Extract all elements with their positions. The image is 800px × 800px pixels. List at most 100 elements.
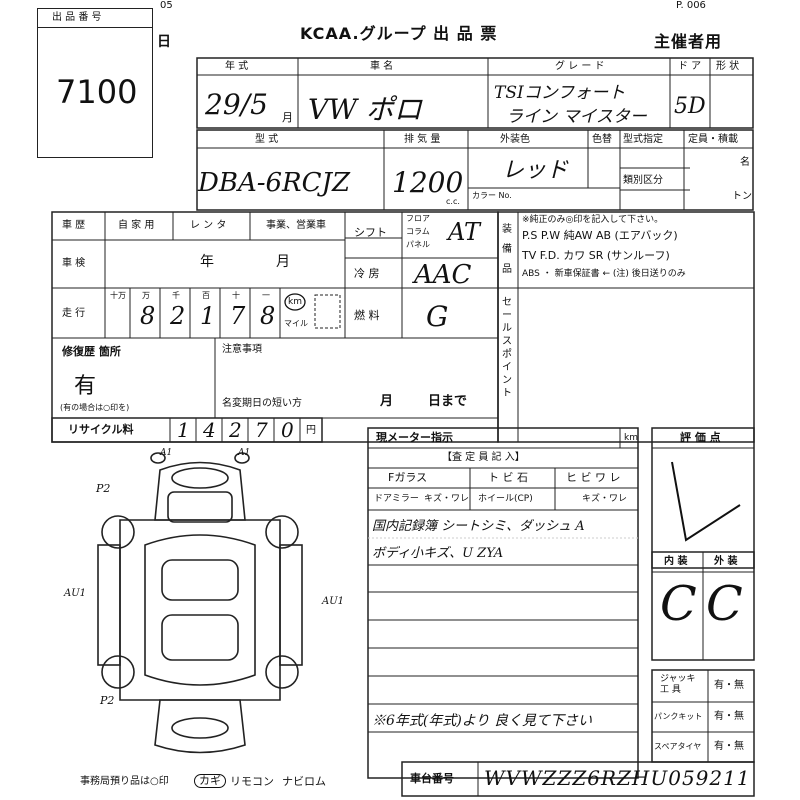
digit-label-1: 一 — [262, 291, 270, 300]
car-diagram — [97, 452, 303, 754]
spare-value: 有・無 — [714, 741, 744, 752]
puncture-value: 有・無 — [714, 711, 744, 722]
short-term-day: 日まで — [428, 394, 468, 409]
shape-label: 形 状 — [716, 61, 740, 72]
damage-mark: A1 — [238, 448, 251, 458]
shift-column: コラム — [406, 227, 430, 236]
page-number-left: 05 — [160, 0, 173, 11]
assessor-note-2: ボディ小キズ、U ZYA — [372, 546, 504, 561]
spec-label: 型式指定 — [623, 134, 663, 145]
grade-line2: ライン マイスター — [506, 107, 647, 127]
capacity-unit-tons: トン — [732, 191, 752, 202]
recycle-digit: 7 — [255, 418, 268, 442]
score-label: 評 価 点 — [680, 431, 721, 444]
jack-value: 有・無 — [714, 680, 744, 691]
mileage-label: 走 行 — [62, 308, 86, 319]
equipment-label: 装 備 品 — [502, 224, 512, 275]
repair-note: (有の場合は○印を) — [60, 403, 130, 412]
digit-label-100k: 十万 — [110, 291, 126, 300]
equipment-line3: ABS ・ 新車保証書 ← (注) 後日送りのみ — [522, 269, 686, 279]
meter-label: 現メーター指示 — [376, 431, 453, 444]
recycle-digit: 4 — [203, 418, 216, 442]
mileage-digit: 1 — [200, 302, 216, 330]
short-term-label: 名変期日の短い方 — [222, 398, 302, 409]
interior-label: 内 装 — [664, 556, 688, 567]
score-value: 4 — [720, 470, 721, 471]
ac-label: 冷 房 — [354, 267, 380, 280]
fuel-value: G — [426, 300, 449, 333]
capacity-label: 定員・積載 — [688, 134, 738, 145]
mileage-digit: 7 — [230, 302, 246, 330]
damage-mark: A1 — [160, 448, 173, 458]
engine-label: 排 気 量 — [404, 134, 441, 145]
history-business: 事業、営業車 — [266, 220, 326, 231]
lot-label: 出 品 番 号 — [52, 12, 102, 23]
exterior-grade: C — [706, 576, 743, 632]
wheel-label: ホイール(CP) — [478, 494, 533, 504]
history-label: 車 歴 — [62, 220, 86, 231]
day-suffix: 日 — [157, 34, 171, 50]
equipment-note: ※純正のみ◎印を記入して下さい。 — [522, 215, 664, 225]
capacity-unit-persons: 名 — [740, 157, 750, 168]
color-label: 外装色 — [500, 134, 530, 145]
inspect-month: 月 — [276, 254, 290, 270]
doors-label: ド ア — [678, 61, 702, 72]
recycle-unit: 円 — [306, 425, 316, 436]
glass-label: Fガラス — [388, 471, 428, 484]
digit-label-10k: 万 — [142, 291, 150, 300]
assessor-note-1: 国内記録簿 シートシミ、ダッシュ A — [372, 519, 585, 534]
puncture-label: パンクキット — [654, 712, 703, 721]
grade-label: グ レ ー ド — [555, 61, 605, 72]
ac-value: AAC — [414, 260, 472, 290]
caution-label: 注意事項 — [222, 344, 262, 355]
damage-mark: P2 — [100, 694, 115, 707]
sales-point-label: セ ー ル ス ポ イ ン ト — [502, 297, 512, 399]
recycle-digit: 1 — [177, 418, 190, 442]
name-label: 車 名 — [370, 61, 394, 72]
shift-label: シフト — [354, 226, 387, 239]
wheel-scratch-label: キズ・ワレ — [582, 494, 628, 504]
meter-unit: km — [624, 433, 638, 443]
grade-line1: TSIコンフォート — [494, 83, 626, 103]
shift-value: AT — [448, 218, 481, 246]
color-value: レッド — [502, 158, 569, 183]
mileage-digit: 8 — [260, 302, 276, 330]
class-label: 類別区分 — [623, 175, 663, 186]
repair-value: 有 — [74, 374, 97, 399]
year-label: 年 式 — [225, 61, 249, 72]
mile-label: マイル — [284, 319, 308, 328]
lot-number: 7100 — [56, 73, 138, 111]
chassis-number: WVWZZZ6RZHU059211 — [484, 766, 751, 790]
doors-value: 5D — [674, 94, 706, 119]
digit-label-100: 百 — [202, 291, 210, 300]
engine-value: 1200 — [392, 166, 464, 199]
year-unit: 月 — [282, 111, 293, 124]
equipment-line2: TV F.D. カワ SR (サンルーフ) — [522, 249, 670, 262]
lot-box: 出 品 番 号 7100 — [37, 8, 153, 158]
inspect-label: 車 検 — [62, 258, 86, 269]
chassis-label: 車台番号 — [410, 772, 454, 785]
model-label: 型 式 — [255, 134, 279, 145]
chip-label: ト ビ 石 — [488, 471, 528, 484]
exterior-label: 外 装 — [714, 556, 738, 567]
equipment-line1: P.S P.W 純AW AB (エアバック) — [522, 229, 678, 242]
recycle-label: リサイクル料 — [68, 423, 134, 436]
engine-unit: c.c. — [446, 197, 460, 206]
model-value: DBA-6RCJZ — [198, 168, 351, 198]
navi-item: ナビロム — [282, 775, 326, 788]
year-value: 29/5 — [205, 88, 268, 121]
keys-note: 事務局預り品は○印 — [80, 776, 169, 787]
history-private: 自 家 用 — [118, 220, 155, 231]
digit-label-1k: 千 — [172, 291, 180, 300]
mileage-digit: 8 — [140, 302, 156, 330]
short-term-month: 月 — [380, 394, 394, 409]
assessor-label: 【査 定 員 記 入】 — [442, 452, 525, 463]
damage-mark: AU1 — [64, 588, 87, 599]
km-label: km — [288, 297, 302, 307]
mirror-label: ドアミラー — [374, 494, 419, 504]
organizer-label: 主催者用 — [654, 32, 723, 51]
jack-label: ジャッキ 工 具 — [660, 674, 696, 695]
color-change-label: 色替 — [592, 134, 612, 145]
mirror-scratch-label: キズ・ワレ — [424, 494, 470, 504]
recycle-digit: 0 — [281, 418, 294, 442]
